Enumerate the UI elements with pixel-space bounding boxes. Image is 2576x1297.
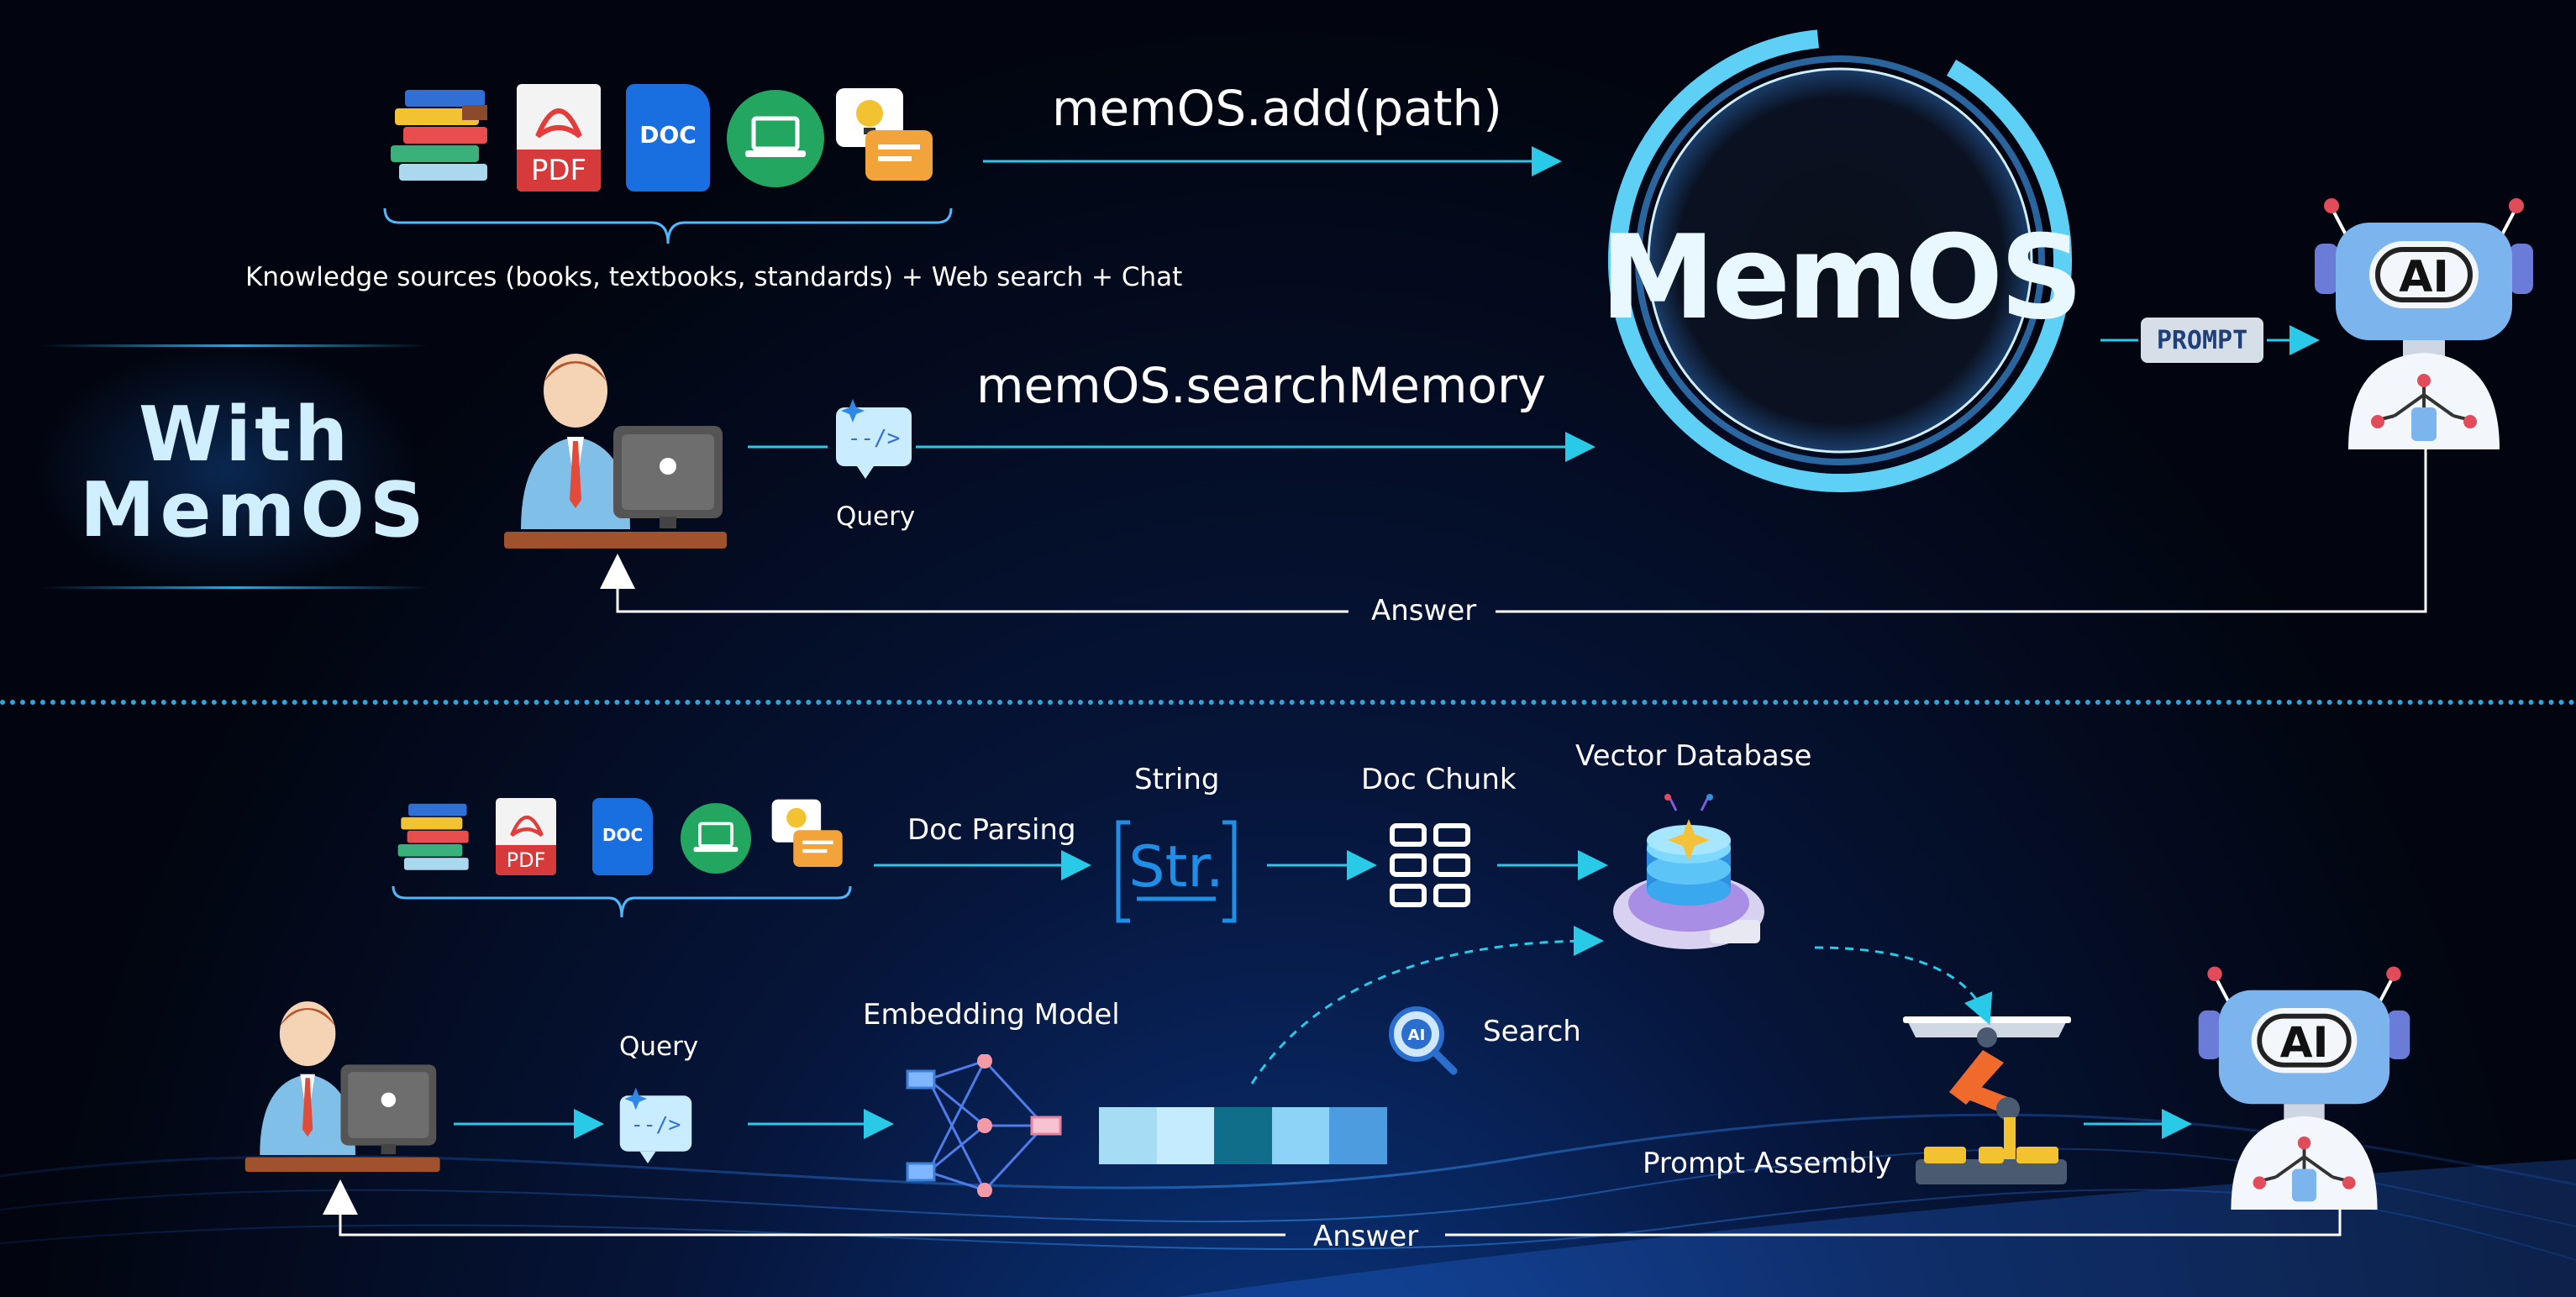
embedding-model-label: Embedding Model	[863, 998, 1120, 1032]
vector-cell	[1214, 1107, 1272, 1164]
ai-search-text: AI	[1408, 1027, 1426, 1044]
answer-label-bottom: Answer	[1313, 1220, 1419, 1253]
query-icon-bottom: --/>	[619, 1087, 692, 1163]
memos-core: MemOS	[1596, 17, 2084, 504]
vector-cell	[1099, 1107, 1157, 1164]
sources-caption: Knowledge sources (books, textbooks, sta…	[245, 262, 1183, 292]
robot-ai-text-top: AI	[2399, 252, 2449, 302]
doc-chunk-label: Doc Chunk	[1361, 763, 1517, 796]
title-top-rule	[42, 344, 428, 347]
robot-ai-text-bottom: AI	[2280, 1017, 2329, 1067]
knowledge-sources-top: PDF DOC	[386, 80, 941, 197]
query-icon-top: --/>	[836, 399, 912, 479]
memos-search-call: memOS.searchMemory	[976, 357, 1547, 414]
books-icon	[391, 90, 487, 181]
arrow-search-to-db	[1250, 926, 1604, 1084]
search-label: Search	[1483, 1015, 1581, 1048]
prompt-assembly-label: Prompt Assembly	[1643, 1147, 1892, 1180]
pdf-icon: PDF	[496, 798, 556, 875]
svg-text:--/>: --/>	[631, 1112, 681, 1137]
sources-brace-top	[383, 207, 953, 244]
neural-network-icon	[906, 1054, 1062, 1197]
section-divider	[0, 700, 2576, 705]
query-label-bottom: Query	[619, 1032, 699, 1062]
string-icon: Str.	[1116, 820, 1237, 923]
doc-icon: DOC	[592, 798, 653, 875]
vector-db-icon	[1613, 794, 1764, 949]
title-bottom-rule	[42, 586, 428, 589]
answer-line-top	[1496, 449, 2427, 613]
ai-robot-icon-bottom: AI	[2198, 966, 2410, 1210]
prompt-tag: PROMPT	[2141, 318, 2263, 363]
user-at-desk-icon-bottom	[244, 1001, 440, 1173]
background-waves	[0, 1113, 2576, 1297]
answer-line-top-left	[600, 554, 1348, 613]
with-line2: MemOS	[80, 466, 429, 554]
laptop-icon	[681, 803, 751, 874]
vector-cell	[1156, 1107, 1215, 1164]
doc-label: DOC	[602, 825, 644, 845]
laptop-icon	[727, 90, 824, 187]
string-label: String	[1134, 763, 1220, 796]
string-glyph: Str.	[1128, 834, 1223, 901]
memos-logo: MemOS	[1600, 210, 2083, 345]
knowledge-sources-bottom: PDF DOC	[395, 796, 849, 880]
doc-label: DOC	[639, 121, 697, 149]
memos-ring	[1608, 29, 2072, 492]
doc-parsing-label: Doc Parsing	[907, 813, 1076, 847]
answer-label-top: Answer	[1371, 594, 1477, 627]
chat-idea-icon	[771, 799, 843, 868]
books-icon	[397, 803, 469, 870]
doc-icon: DOC	[626, 84, 710, 192]
query-label-top: Query	[836, 501, 916, 532]
sources-brace-bottom	[392, 885, 852, 918]
memos-add-call: memOS.add(path)	[1052, 80, 1502, 137]
with-line1: With	[139, 391, 352, 479]
vector-db-label: Vector Database	[1575, 739, 1812, 773]
arrow-db-to-assembly	[1814, 946, 1993, 1026]
pdf-label: PDF	[517, 150, 601, 192]
embedding-vector	[1099, 1107, 1387, 1164]
svg-text:--/>: --/>	[848, 426, 901, 451]
answer-line-bottom	[1445, 1210, 2342, 1237]
answer-line-bottom-left	[323, 1179, 1285, 1237]
prompt-tag-label: PROMPT	[2156, 326, 2248, 355]
user-at-desk-icon	[504, 354, 727, 549]
vector-cell	[1329, 1107, 1387, 1164]
robot-arm-icon	[1903, 1016, 2071, 1184]
pdf-label: PDF	[496, 845, 556, 875]
vector-cell	[1271, 1107, 1330, 1164]
with-memos-title: With MemOS	[34, 344, 428, 596]
doc-chunk-icon	[1390, 823, 1470, 907]
ai-search-icon: AI	[1389, 1006, 1458, 1075]
ai-robot-icon-top: AI	[2315, 198, 2533, 449]
chat-idea-icon	[836, 88, 933, 181]
pdf-icon: PDF	[517, 84, 601, 192]
